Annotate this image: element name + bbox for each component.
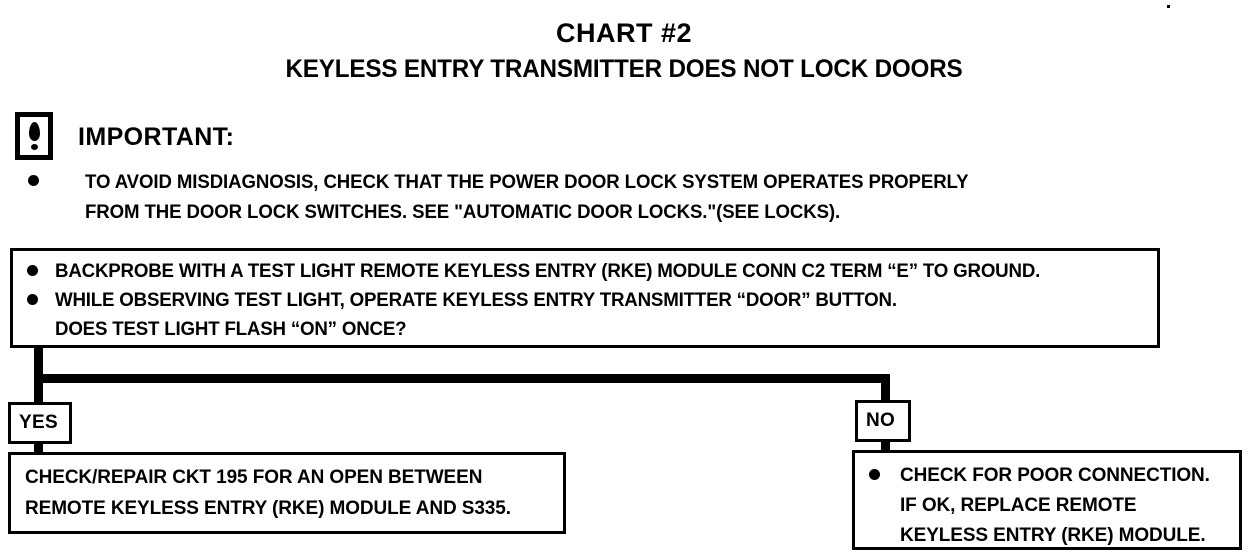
important-label: IMPORTANT: <box>78 123 235 151</box>
branch-tag-no: NO <box>855 400 911 442</box>
important-bullet-icon <box>28 175 39 186</box>
no-result-box: CHECK FOR POOR CONNECTION. IF OK, REPLAC… <box>852 450 1242 550</box>
decision-line-2: WHILE OBSERVING TEST LIGHT, OPERATE KEYL… <box>55 290 897 311</box>
decision-line-3: DOES TEST LIGHT FLASH “ON” ONCE? <box>55 319 407 340</box>
yes-result-line-2: REMOTE KEYLESS ENTRY (RKE) MODULE AND S3… <box>25 498 511 519</box>
yes-result-box: CHECK/REPAIR CKT 195 FOR AN OPEN BETWEEN… <box>8 452 566 534</box>
no-result-line-2: IF OK, REPLACE REMOTE <box>900 495 1137 516</box>
branch-tag-yes: YES <box>8 402 72 444</box>
important-line-1: TO AVOID MISDIAGNOSIS, CHECK THAT THE PO… <box>85 172 969 193</box>
yes-result-line-1: CHECK/REPAIR CKT 195 FOR AN OPEN BETWEEN <box>25 467 483 488</box>
connector-horizontal-bus <box>34 374 890 383</box>
scan-speck <box>1167 5 1170 8</box>
exclamation-box-icon <box>15 112 53 160</box>
decision-line-1: BACKPROBE WITH A TEST LIGHT REMOTE KEYLE… <box>55 261 1041 282</box>
connector-drop-no <box>881 374 890 404</box>
decision-box: BACKPROBE WITH A TEST LIGHT REMOTE KEYLE… <box>10 248 1160 348</box>
chart-title: CHART #2 <box>555 18 693 48</box>
connector-yes-to-result <box>34 444 43 454</box>
chart-subtitle: KEYLESS ENTRY TRANSMITTER DOES NOT LOCK … <box>285 55 963 83</box>
exclamation-stem <box>28 122 40 141</box>
connector-no-to-result <box>881 442 890 452</box>
no-result-line-3: KEYLESS ENTRY (RKE) MODULE. <box>900 525 1206 546</box>
important-line-2: FROM THE DOOR LOCK SWITCHES. SEE "AUTOMA… <box>85 202 841 223</box>
exclamation-dot <box>30 144 38 150</box>
decision-bullet-icon-1 <box>27 265 38 276</box>
no-result-line-1: CHECK FOR POOR CONNECTION. <box>900 465 1210 486</box>
no-result-bullet-icon <box>869 469 880 480</box>
connector-stem-down <box>34 348 43 382</box>
important-text: TO AVOID MISDIAGNOSIS, CHECK THAT THE PO… <box>85 168 1065 228</box>
decision-bullet-icon-2 <box>27 294 38 305</box>
connector-drop-yes <box>34 374 43 404</box>
